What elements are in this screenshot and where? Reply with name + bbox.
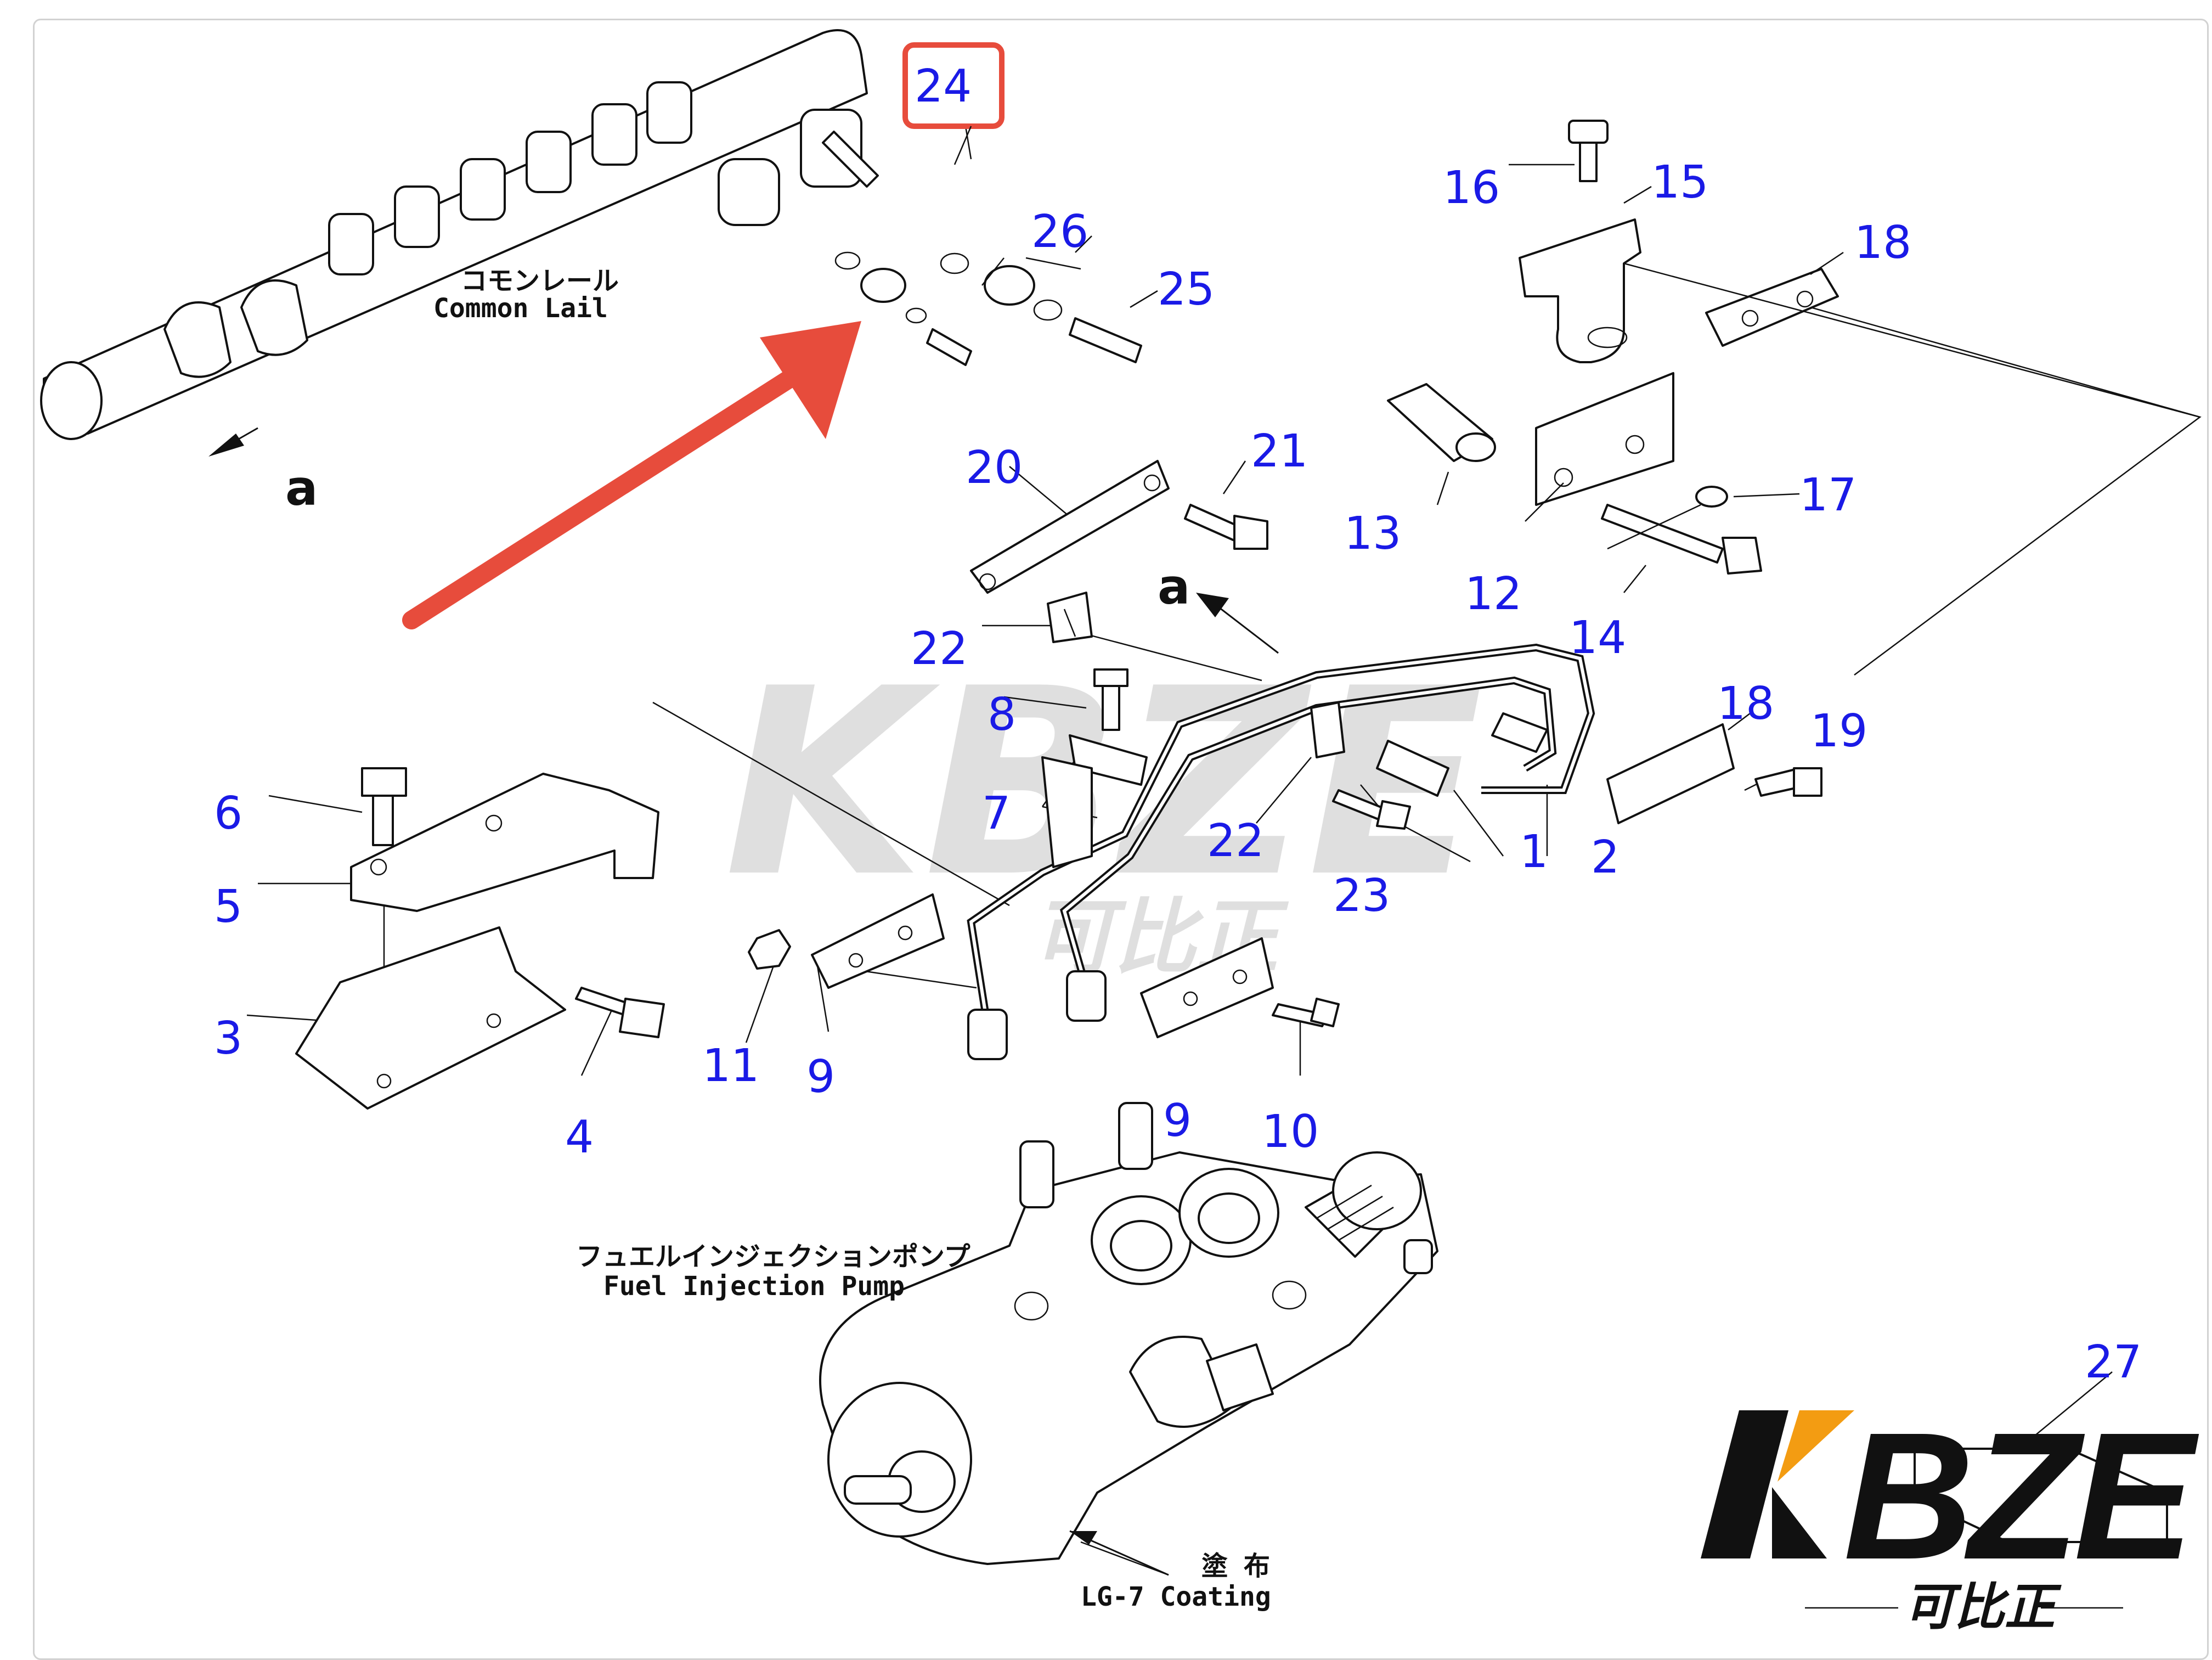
coating-label-jp: 塗 布 <box>1201 1551 1270 1582</box>
bolt-10 <box>1272 998 1340 1027</box>
callout-18a: 18 <box>1854 217 1911 269</box>
part-27 <box>1914 1448 2168 1543</box>
highlight-arrow <box>402 321 861 629</box>
spacer-13 <box>1387 383 1496 462</box>
callout-17: 17 <box>1799 469 1857 521</box>
callout-19: 19 <box>1810 705 1867 757</box>
part-24-highlight-box <box>902 42 1005 129</box>
callout-22a: 22 <box>911 623 968 675</box>
callout-22b: 22 <box>1207 815 1264 867</box>
bracket-12 <box>1535 372 1674 506</box>
bracket-3 <box>295 926 566 1110</box>
callout-4: 4 <box>565 1111 594 1163</box>
clip-22-top <box>1047 592 1093 643</box>
callout-20: 20 <box>966 442 1023 494</box>
callout-10: 10 <box>1262 1106 1319 1158</box>
coating-label-en: LG-7 Coating <box>1081 1582 1271 1612</box>
fuel-injection-pump <box>819 1102 1438 1576</box>
callout-5: 5 <box>214 881 242 933</box>
callout-6: 6 <box>214 787 242 840</box>
common-rail-label-en: Common Lail <box>433 293 608 324</box>
bolt-6 <box>361 767 407 846</box>
bracket-5 <box>350 773 659 912</box>
clamp-20 <box>970 460 1170 594</box>
tube-part-24 <box>834 126 1142 366</box>
callout-3: 3 <box>214 1012 242 1065</box>
callout-21: 21 <box>1251 425 1308 477</box>
callout-9b: 9 <box>1163 1095 1192 1147</box>
callout-9a: 9 <box>806 1051 835 1103</box>
nut-11 <box>748 929 791 970</box>
callout-8: 8 <box>988 689 1016 741</box>
callout-11: 11 <box>702 1040 759 1092</box>
common-rail <box>40 29 879 457</box>
logo-brand-rest: BZE <box>1843 1394 2201 1597</box>
clamp-7-8 <box>1041 668 1148 868</box>
callout-13: 13 <box>1344 508 1401 560</box>
callout-7: 7 <box>982 787 1011 840</box>
fuel-pump-label-en: Fuel Injection Pump <box>603 1271 905 1302</box>
callout-16: 16 <box>1443 162 1500 214</box>
callouts: 1 2 3 4 5 6 7 8 9 9 10 11 12 13 14 15 16… <box>214 60 2142 1388</box>
callout-15: 15 <box>1651 156 1708 209</box>
callout-23: 23 <box>1333 870 1390 922</box>
view-a-label-rail: a <box>285 460 318 516</box>
common-rail-label-jp: コモンレール <box>461 266 619 296</box>
callout-24: 24 <box>915 60 972 112</box>
view-a-label-pipe: a <box>1158 559 1190 615</box>
callout-1: 1 <box>1520 826 1548 878</box>
callout-18b: 18 <box>1717 678 1774 730</box>
logo-chinese: 可比正 <box>1904 1579 2062 1635</box>
bolt-14 <box>1601 486 1762 575</box>
callout-26: 26 <box>1031 206 1088 258</box>
bolt-4 <box>575 987 665 1038</box>
callout-27: 27 <box>2085 1336 2142 1388</box>
clip-22-mid <box>1310 701 1345 758</box>
callout-14: 14 <box>1569 612 1626 664</box>
callout-25: 25 <box>1158 263 1215 316</box>
clamp-18-top <box>1705 268 1839 347</box>
bolt-23 <box>1332 789 1411 830</box>
bracket-15 <box>1519 120 1641 363</box>
callout-2: 2 <box>1591 831 1620 884</box>
clamp-18-19-right <box>1606 723 1822 824</box>
callout-12: 12 <box>1465 568 1522 620</box>
bolt-21 <box>1184 504 1268 550</box>
clamp-9-right <box>1140 937 1274 1038</box>
kbze-logo: BZE 可比正 <box>1701 1394 2207 1635</box>
fuel-pump-label-jp: フュエルインジェクションポンプ <box>576 1241 970 1272</box>
clamp-9-left <box>811 893 945 989</box>
